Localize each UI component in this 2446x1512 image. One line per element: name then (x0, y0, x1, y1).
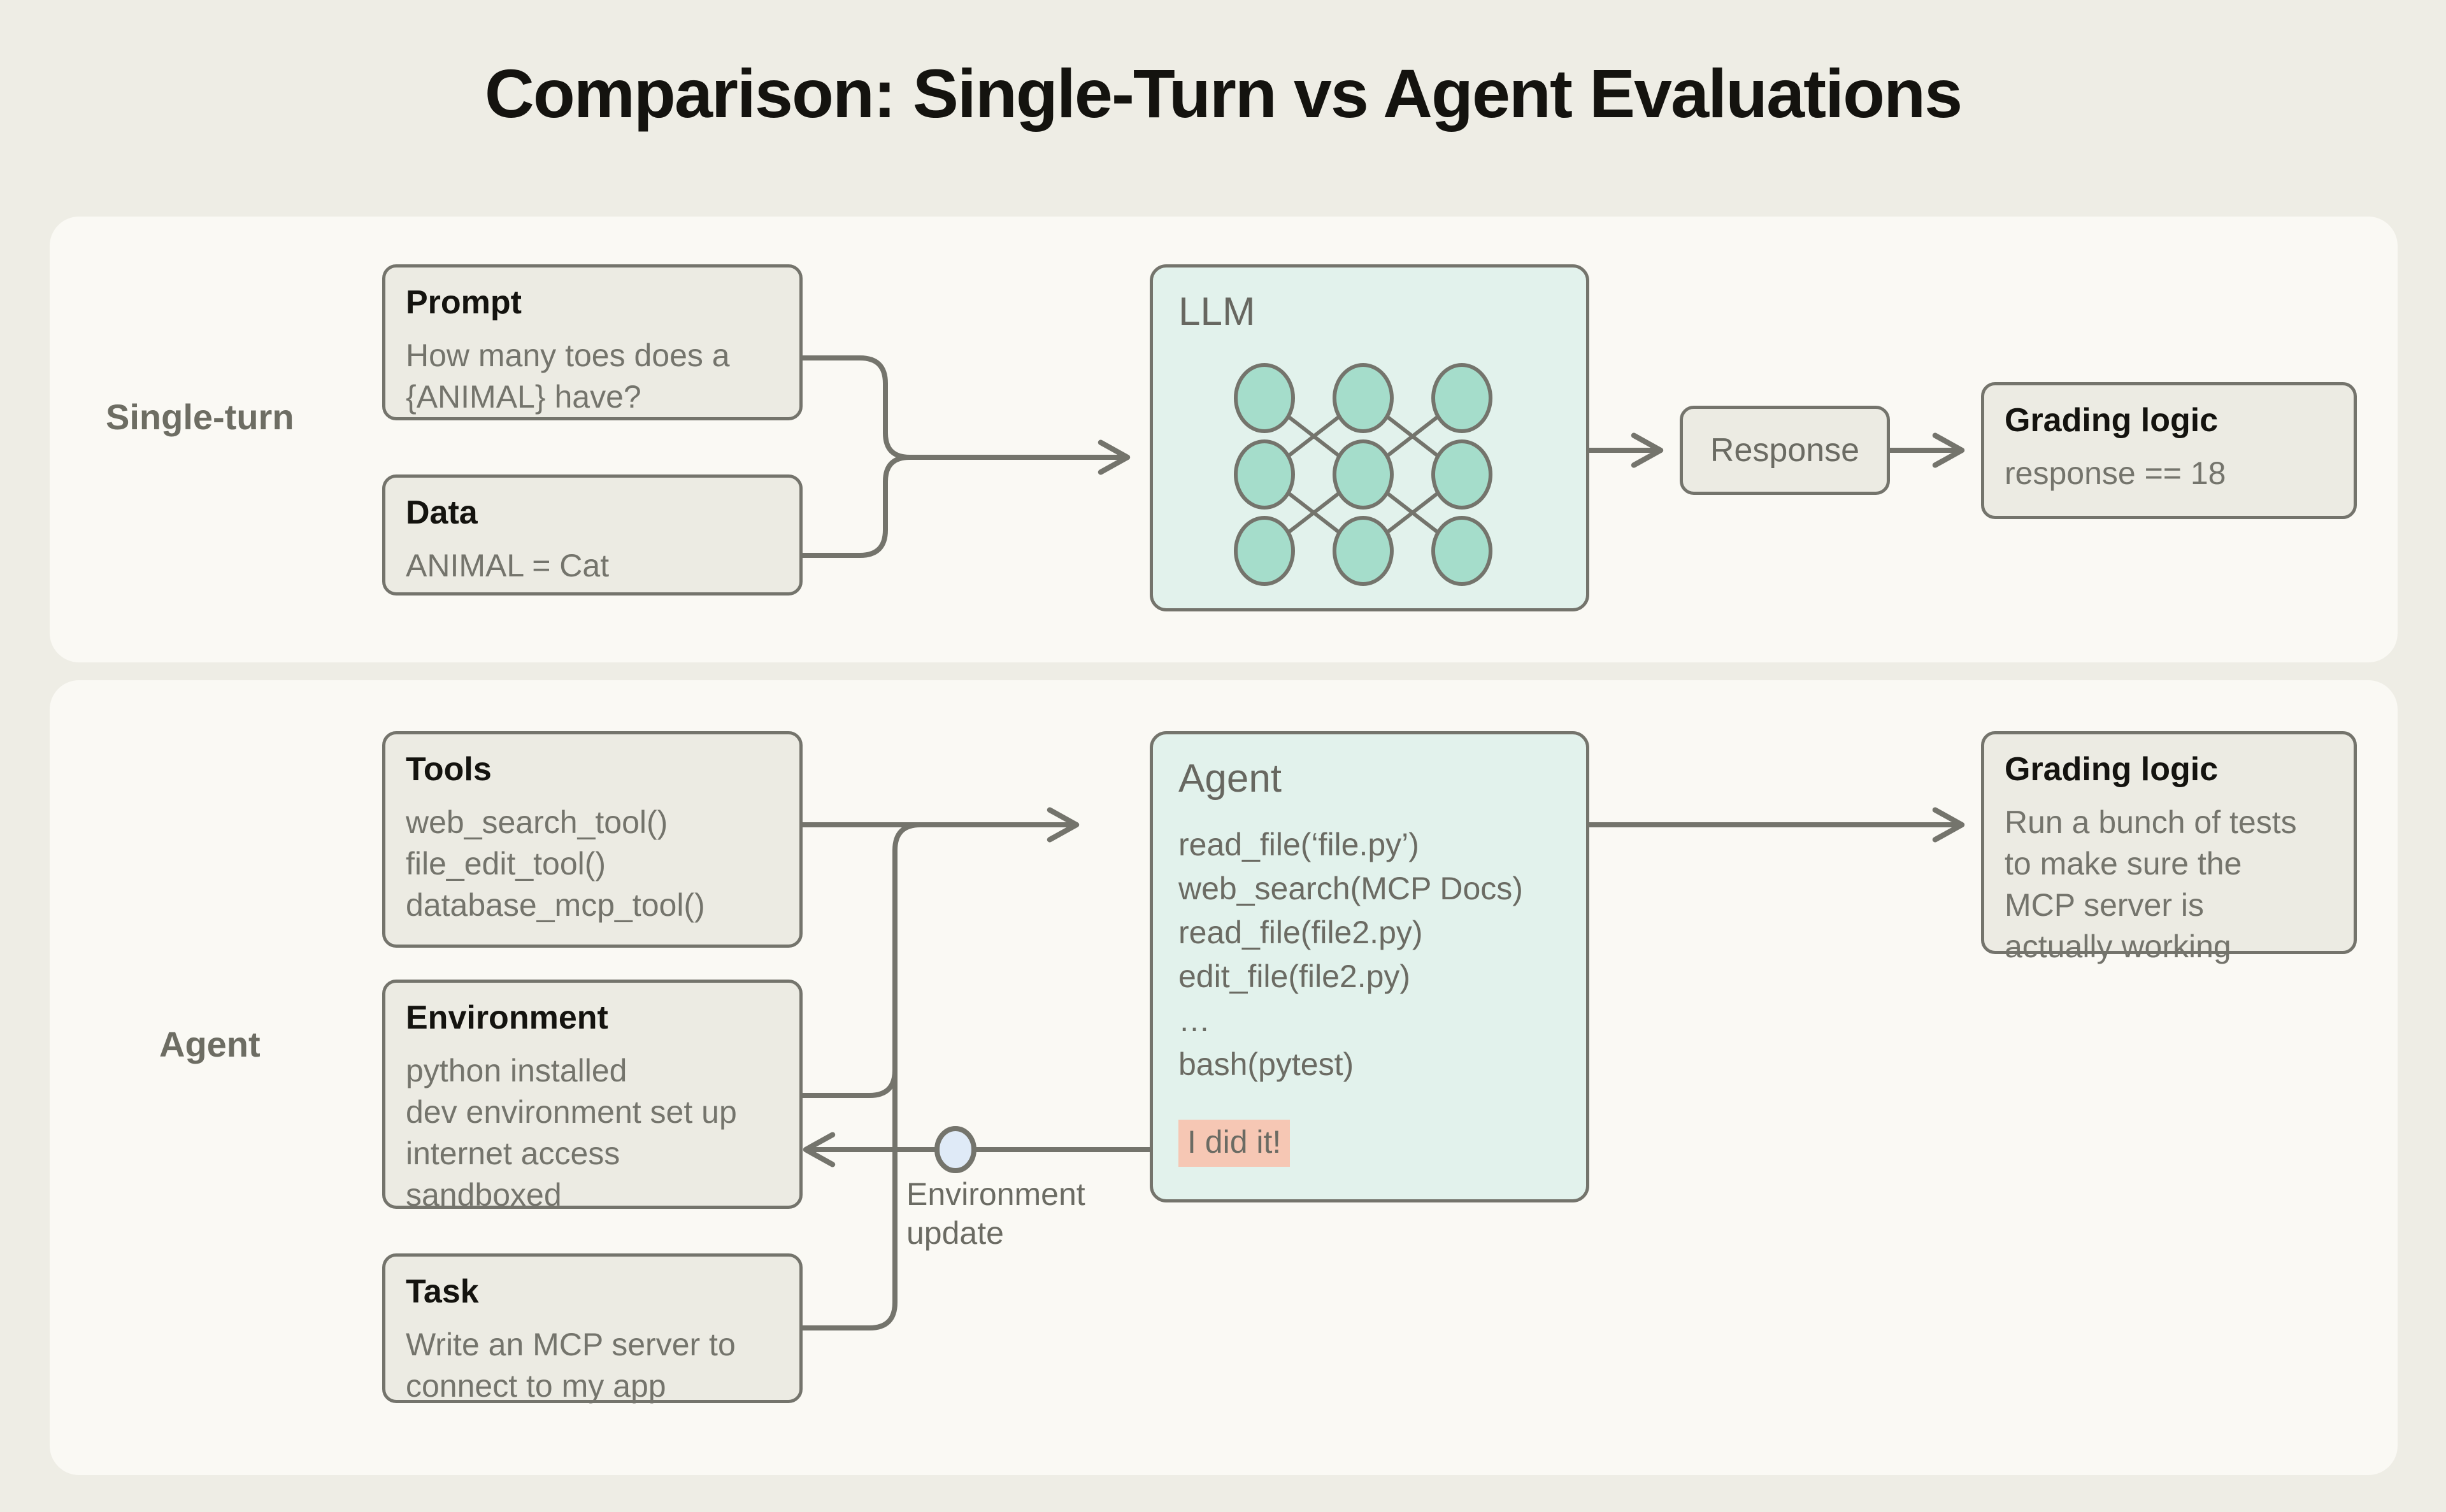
card-agent-steps: read_file(‘file.py’) web_search(MCP Docs… (1178, 827, 1523, 1083)
card-prompt-title: Prompt (406, 284, 522, 321)
row-label-single-turn: Single-turn (106, 397, 294, 437)
card-grading-1-body: response == 18 (2005, 455, 2226, 491)
card-prompt-body: How many toes does a {ANIMAL} have? (406, 337, 730, 415)
card-task-body: Write an MCP server to connect to my app (406, 1326, 736, 1404)
card-grading-2-body: Run a bunch of tests to make sure the MC… (2005, 804, 2297, 964)
agent-final-message: I did it! (1178, 1120, 1291, 1167)
card-grading-1-title: Grading logic (2005, 402, 2219, 439)
row-label-agent: Agent (159, 1024, 261, 1064)
card-tools-body: web_search_tool() file_edit_tool() datab… (406, 804, 705, 923)
card-environment-title: Environment (406, 999, 608, 1036)
card-task-title: Task (406, 1273, 479, 1310)
card-response: Response (1680, 406, 1890, 495)
card-data: Data ANIMAL = Cat (382, 474, 803, 596)
card-llm-title: LLM (1178, 290, 1255, 334)
card-environment-body: python installed dev environment set up … (406, 1052, 737, 1213)
card-tools-title: Tools (406, 751, 492, 788)
card-environment: Environment python installed dev environ… (382, 980, 803, 1213)
card-task: Task Write an MCP server to connect to m… (382, 1253, 803, 1404)
environment-update-label: Environment update (906, 1176, 1085, 1251)
card-tools: Tools web_search_tool() file_edit_tool()… (382, 731, 803, 948)
card-agent-title: Agent (1178, 757, 1282, 801)
card-prompt: Prompt How many toes does a {ANIMAL} hav… (382, 264, 803, 420)
card-data-title: Data (406, 494, 478, 531)
card-grading-logic-single-turn: Grading logic response == 18 (1981, 382, 2357, 519)
card-grading-2-title: Grading logic (2005, 751, 2219, 788)
card-data-body: ANIMAL = Cat (406, 547, 610, 583)
card-grading-logic-agent: Grading logic Run a bunch of tests to ma… (1981, 731, 2357, 964)
neural-network-icon (1229, 363, 1497, 589)
card-llm: LLM (1150, 264, 1589, 611)
card-response-label: Response (1710, 432, 1860, 469)
card-agent: Agent read_file(‘file.py’) web_search(MC… (1150, 731, 1589, 1202)
page-title: Comparison: Single-Turn vs Agent Evaluat… (484, 55, 1963, 132)
